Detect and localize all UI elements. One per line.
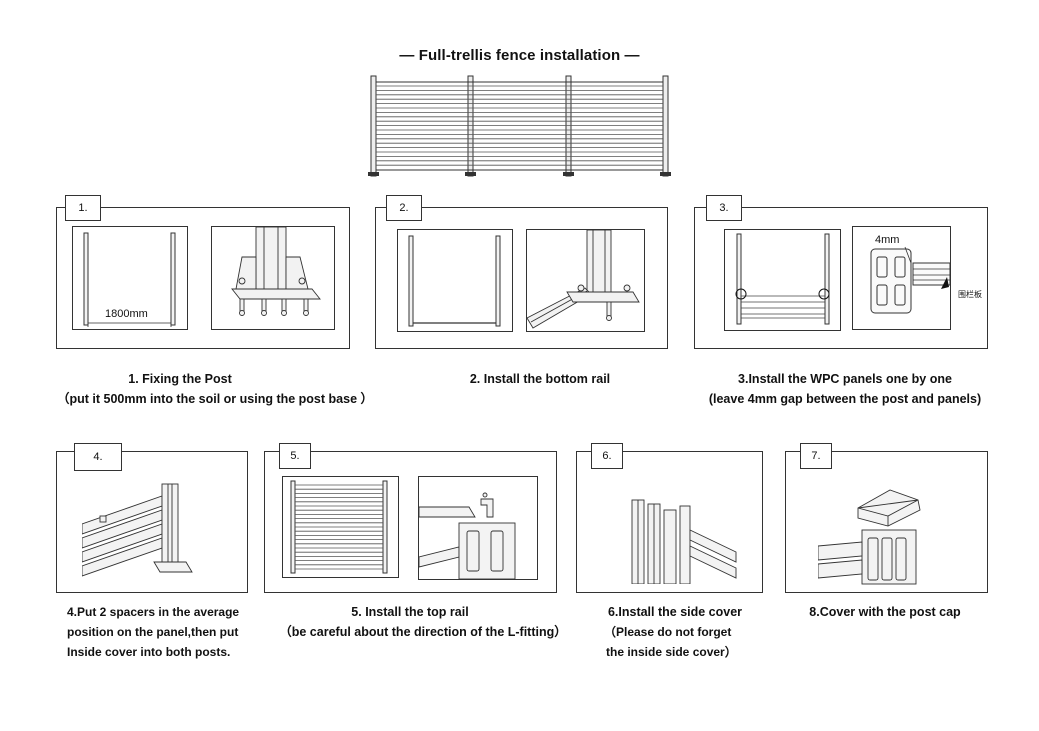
step-1-caption-line1: 1. Fixing the Post (128, 372, 232, 386)
step-1-post-base-frame (211, 226, 335, 330)
step-3-gap-detail-frame (852, 226, 951, 330)
step-2-rail-detail-frame (526, 229, 645, 332)
step-4-caption-line1: 4.Put 2 spacers in the average (67, 605, 240, 619)
step-7-caption-line1: 8.Cover with the post cap (809, 605, 961, 619)
step-1-number: 1. (65, 195, 101, 221)
step-3-panels-frame (724, 229, 841, 331)
step-4-number: 4. (74, 443, 122, 471)
step-5-panel-frame (282, 476, 399, 578)
step-1-posts-frame (72, 226, 188, 330)
step-4-spacer-illustration (82, 483, 193, 577)
step-6-caption-line1: 6.Install the side cover (607, 605, 743, 619)
step-5-caption-line1: 5. Install the top rail (351, 605, 469, 619)
step-5-number: 5. (279, 443, 311, 469)
step-3-number: 3. (706, 195, 742, 221)
panel-part-label: 围栏板 (958, 290, 982, 299)
step-7-number: 7. (800, 443, 832, 469)
step-3-caption-line2: (leave 4mm gap between the post and pane… (708, 392, 982, 406)
gap-label: 4mm (875, 234, 900, 246)
step-4-caption-line3: Inside cover into both posts. (67, 645, 231, 659)
step-6-side-cover-illustration (631, 499, 737, 584)
step-6-number: 6. (591, 443, 623, 469)
step-3-caption-line1: 3.Install the WPC panels one by one (738, 372, 952, 386)
step-1-caption-line2: （put it 500mm into the soil or using the… (56, 392, 373, 406)
step-7-post-cap-illustration (818, 489, 921, 585)
step-5-caption-line2: （be careful about the direction of the L… (279, 625, 567, 639)
fence-overview-illustration (368, 75, 671, 177)
step-4-caption-line2: position on the panel,then put (67, 625, 239, 639)
step-2-number: 2. (386, 195, 422, 221)
page-title: — Full-trellis fence installation — (399, 47, 640, 64)
post-spacing-label: 1800mm (105, 308, 148, 320)
step-5-l-fitting-frame (418, 476, 538, 580)
step-2-caption-line1: 2. Install the bottom rail (469, 372, 611, 386)
step-6-caption-line3: the inside side cover） (606, 645, 737, 659)
step-2-rail-frame (397, 229, 513, 332)
step-6-caption-line2: （Please do not forget (604, 625, 732, 639)
